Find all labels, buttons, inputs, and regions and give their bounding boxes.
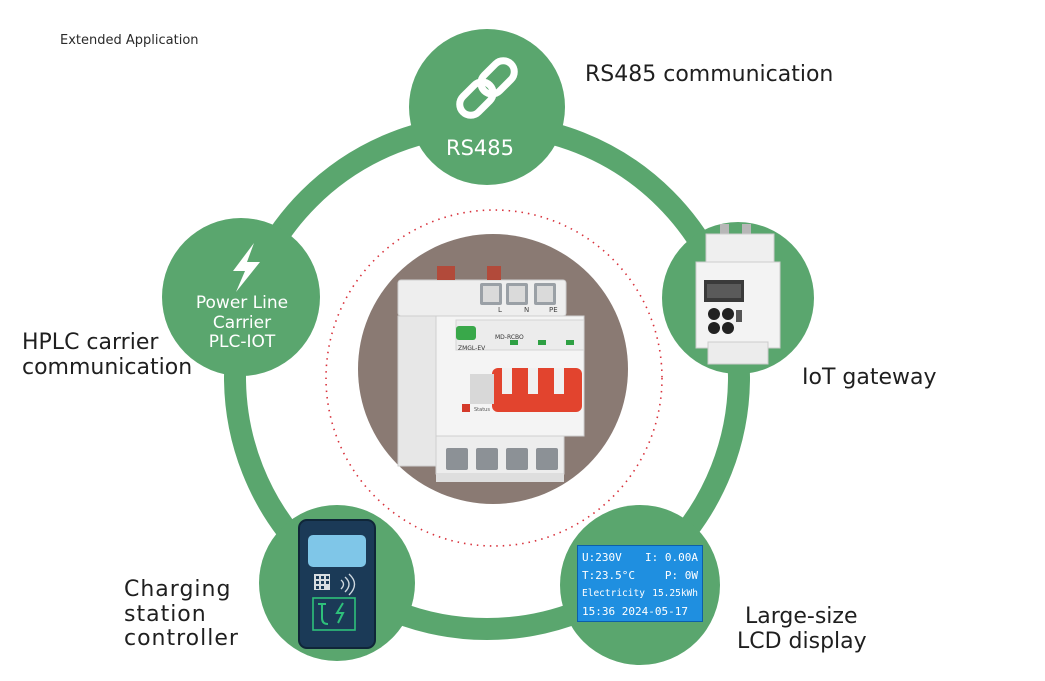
rs485-caption: RS485 communication: [585, 62, 834, 87]
smart-breaker-device-image: L N PE ZMGL-EV MD-RCBO Status: [397, 266, 585, 482]
lightning-bolt-icon: [233, 243, 260, 292]
lcd-current: I: 0.00A: [645, 551, 698, 564]
svg-text:N: N: [524, 306, 529, 314]
charging-caption-line1: Charging: [124, 577, 232, 602]
plc-label-line1: Power Line: [195, 293, 289, 313]
hplc-caption-line2: communication: [22, 354, 193, 380]
dotted-ring: [325, 209, 663, 547]
charging-plug-icon: [318, 602, 345, 625]
section-title: Extended Application: [60, 33, 199, 48]
lcd-datetime: 15:36 2024-05-17: [582, 605, 688, 618]
lcd-electricity-value: 15.25kWh: [652, 588, 698, 599]
charging-caption-line3: controller: [124, 626, 239, 652]
plc-node: [162, 218, 320, 376]
lcd-voltage: U:230V: [582, 551, 622, 564]
hplc-caption: HPLC carrier communication: [22, 330, 193, 380]
iot-gateway-device-image: [695, 224, 781, 365]
chain-link-icon: [456, 57, 518, 119]
charging-caption-line2: station: [124, 601, 207, 627]
lcd-power: P: 0W: [664, 569, 698, 582]
rs485-node-label: RS485: [445, 136, 514, 160]
lcd-electricity-label: Electricity: [582, 588, 645, 599]
lcd-temperature: T:23.5°C: [582, 569, 635, 582]
iot-caption: IoT gateway: [802, 365, 937, 390]
charging-caption: Charging station controller: [124, 577, 239, 652]
svg-text:ZMGL-EV: ZMGL-EV: [458, 345, 486, 352]
charging-station-icon: [298, 519, 376, 649]
hplc-caption-line1: HPLC carrier: [22, 330, 159, 355]
svg-text:PE: PE: [549, 306, 558, 314]
svg-text:Status: Status: [474, 407, 490, 413]
plc-label-line3: PLC-IOT: [208, 332, 276, 353]
lcd-caption: Large-size LCD display: [737, 604, 867, 654]
lcd-caption-line2: LCD display: [737, 628, 867, 654]
plc-node-label: Power Line Carrier PLC-IOT: [172, 293, 312, 353]
lcd-screen: U:230V I: 0.00A T:23.5°C P: 0W Electrici…: [577, 545, 703, 622]
svg-text:MD-RCBO: MD-RCBO: [495, 334, 524, 341]
lcd-caption-line1: Large-size: [745, 604, 858, 629]
plc-label-line2: Carrier: [212, 312, 272, 333]
svg-text:L: L: [498, 306, 502, 314]
